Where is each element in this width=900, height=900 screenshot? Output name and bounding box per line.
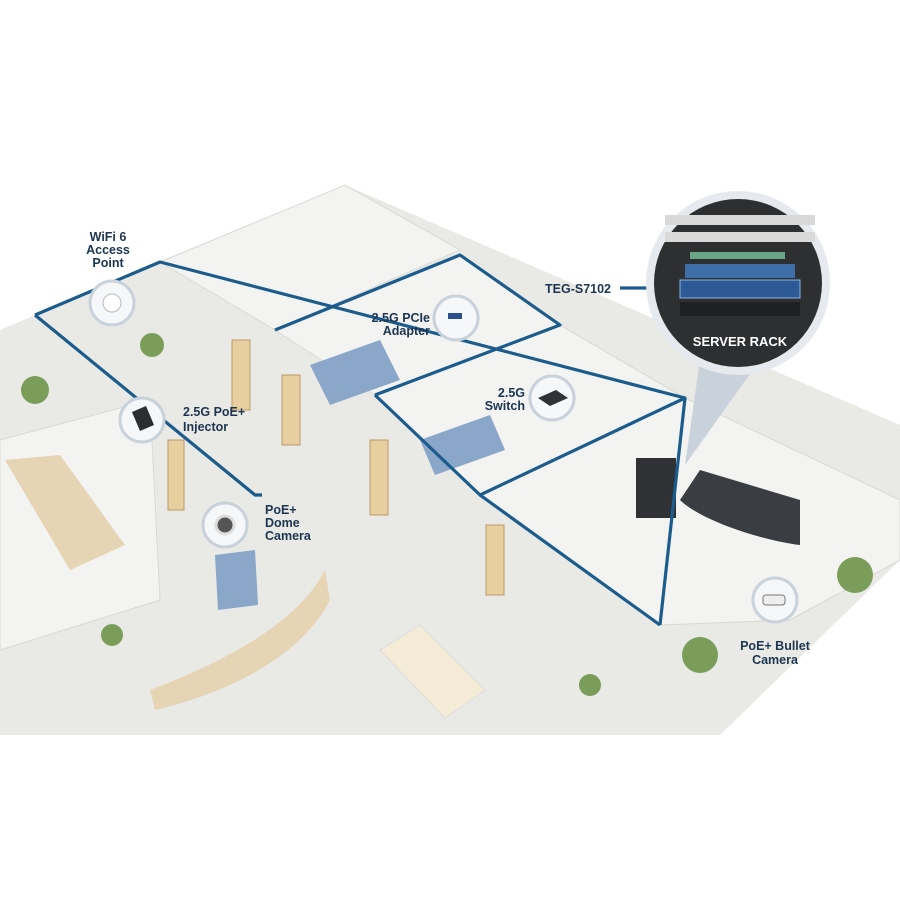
wifi-callout: WiFi 6 Access Point [86,230,136,327]
rack-model-label: TEG-S7102 [545,282,611,296]
doors [167,339,505,596]
injector-label-line2: Injector [183,420,228,434]
bullet-label-line2: Camera [752,653,799,667]
pcie-label-line1: 2.5G PCIe [372,311,430,325]
blue-sofa-1 [310,340,400,405]
switch-label-line1: 2.5G [498,386,525,400]
conference-table [5,455,125,570]
network-line-office1 [274,253,562,397]
dome-label-line3: Camera [265,529,312,543]
floor-plan [0,184,900,735]
pcie-callout: 2.5G PCIe Adapter [372,294,480,342]
network-line-office2 [373,393,687,626]
network-line-main [34,260,686,400]
pcie-label-line2: Adapter [383,324,430,338]
bullet-label-line1: PoE+ Bullet [740,639,811,653]
top-rooms [158,184,462,331]
reception-desk [150,570,330,710]
switch-label-line2: Switch [485,399,525,413]
sofa [379,624,486,719]
injector-label-line1: 2.5G PoE+ [183,405,245,419]
injector-callout: 2.5G PoE+ Injector [118,396,245,444]
plants [21,333,873,696]
patch-panels [665,215,815,316]
bullet-callout: PoE+ Bullet Camera [740,576,811,667]
monitor-wall [680,470,800,545]
dome-callout: PoE+ Dome Camera [201,501,312,549]
wifi-label-line3: Point [92,256,124,270]
server-rack-cabinet [636,458,676,518]
server-rack-title: SERVER RACK [693,334,788,349]
network-cabling [33,253,690,627]
dome-label-line2: Dome [265,516,300,530]
switch-callout: 2.5G Switch [485,374,576,422]
wifi-label-line2: Access [86,243,130,257]
dome-label-line1: PoE+ [265,503,297,517]
network-line-west [33,313,262,497]
callout-pointer [685,360,760,465]
server-rack-callout: TEG-S7102 SERVER RACK [545,191,830,465]
blue-cabinet [215,550,258,610]
network-line-server [479,493,661,627]
wifi-label-line1: WiFi 6 [90,230,127,244]
